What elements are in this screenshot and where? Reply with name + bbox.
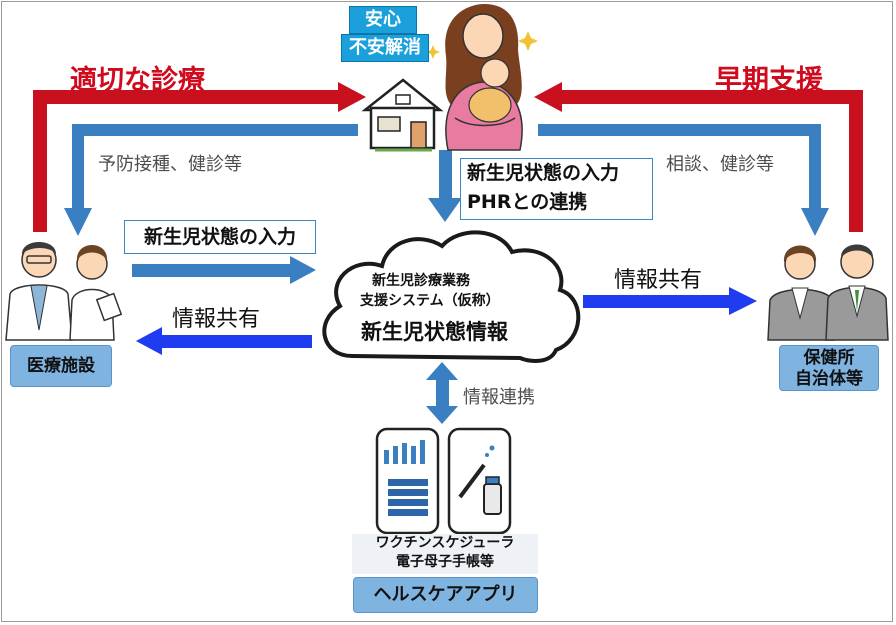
vaccination-label: 予防接種、健診等 xyxy=(98,154,242,175)
cloud-system-line2: 支援システム（仮称） xyxy=(360,293,500,309)
link-double-arrow xyxy=(426,362,458,424)
input-arrow xyxy=(132,256,316,284)
share-left-arrow xyxy=(136,327,312,355)
phr-box-line1: 新生児状態の入力 xyxy=(467,162,620,184)
phone-vaccine-icon xyxy=(447,427,512,535)
health-center-line2: 自治体等 xyxy=(795,369,863,389)
health-center-line1: 保健所 xyxy=(803,348,855,368)
consultation-label: 相談、健診等 xyxy=(666,154,774,175)
right-red-arrow xyxy=(534,82,863,232)
appropriate-care-title: 適切な診療 xyxy=(70,65,205,96)
right-blue-arrow xyxy=(538,124,829,236)
mother-icon xyxy=(426,4,538,151)
phr-link-box: 新生児状態の入力 PHRとの連携 xyxy=(460,158,653,220)
medical-facility-label: 医療施設 xyxy=(10,345,112,387)
center-down-arrow xyxy=(428,150,462,222)
left-blue-arrow xyxy=(64,124,358,236)
app-caption: ワクチンスケジューラ 電子母子手帳等 xyxy=(352,534,538,574)
early-support-title: 早期支援 xyxy=(715,65,823,96)
left-red-arrow xyxy=(33,82,366,232)
reassurance-tag: 安心 xyxy=(349,6,417,34)
app-caption-line2: 電子母子手帳等 xyxy=(396,554,494,570)
share-right-label: 情報共有 xyxy=(614,268,703,293)
share-right-arrow xyxy=(583,287,757,315)
healthcare-app-label: ヘルスケアアプリ xyxy=(353,577,538,613)
cloud-shape xyxy=(322,230,581,363)
phr-box-line2: PHRとの連携 xyxy=(467,191,588,213)
cloud-system-line1: 新生児診療業務 xyxy=(372,273,470,289)
share-left-label: 情報共有 xyxy=(172,307,261,332)
link-label: 情報連携 xyxy=(463,387,535,408)
officials-icon xyxy=(767,244,889,341)
input-box: 新生児状態の入力 xyxy=(124,220,316,254)
anxiety-relief-tag: 不安解消 xyxy=(341,34,429,62)
cloud-title: 新生児状態情報 xyxy=(361,320,508,344)
phone-chart-icon xyxy=(375,427,440,535)
doctor-nurse-icon xyxy=(5,242,123,341)
health-center-label: 保健所 自治体等 xyxy=(779,345,879,391)
house-icon xyxy=(361,78,444,152)
app-caption-line1: ワクチンスケジューラ xyxy=(375,535,515,551)
